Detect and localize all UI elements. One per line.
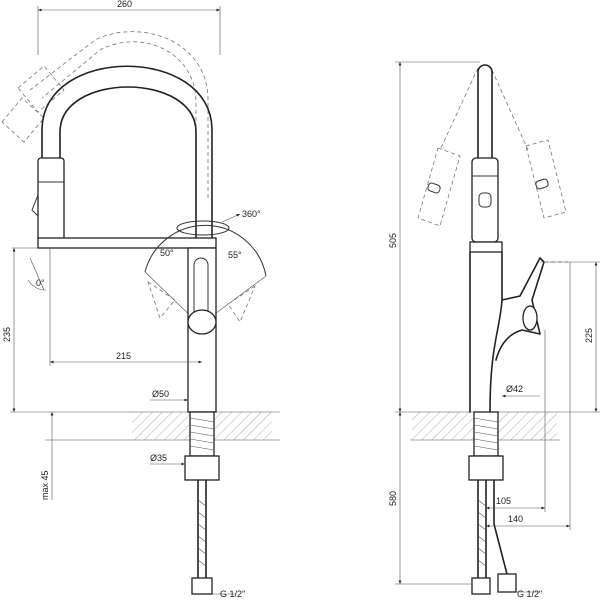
front-angle-zero-line xyxy=(29,257,45,291)
front-spout-arm xyxy=(37,237,217,249)
front-thread-lines xyxy=(189,417,215,451)
side-collar xyxy=(469,241,503,253)
label-shank-diameter: Ø35 xyxy=(150,453,167,463)
side-spout xyxy=(477,64,493,161)
label-angle-right: 55° xyxy=(228,250,242,260)
side-body xyxy=(469,251,503,413)
label-lever-height: 225 xyxy=(584,328,594,343)
front-spout-outer xyxy=(41,65,213,239)
side-ghost-head-left xyxy=(417,147,461,227)
front-nut xyxy=(184,455,220,481)
front-ghost-head-lower xyxy=(1,97,45,143)
front-spout-inner xyxy=(59,86,197,239)
label-side-diameter: Ø42 xyxy=(506,384,523,394)
side-ghost-hose-right xyxy=(491,69,529,151)
label-swivel: 360° xyxy=(242,209,261,219)
side-thread-lines xyxy=(473,417,499,451)
front-ghost-head-upper xyxy=(17,65,65,113)
front-ghost-hose-inner xyxy=(41,41,197,198)
side-nut xyxy=(468,455,504,481)
side-hoses xyxy=(477,479,509,579)
side-connector-1 xyxy=(471,577,491,595)
label-body-diameter: Ø50 xyxy=(152,389,169,399)
front-swivel-leader xyxy=(221,213,241,223)
side-ghost-button-right xyxy=(535,178,549,190)
label-total-height: 505 xyxy=(388,233,398,248)
label-height: 235 xyxy=(2,327,12,342)
side-spray-button xyxy=(478,192,492,208)
label-angle-zero: 0° xyxy=(36,278,45,288)
front-ghost-lever-right xyxy=(227,284,256,323)
label-side-connector: G 1/2" xyxy=(517,589,542,599)
label-depth-1: 105 xyxy=(496,496,511,506)
front-hoses xyxy=(197,479,207,579)
front-view: 260 360° 50° 55° 0° 215 235 Ø50 Ø35 max … xyxy=(1,0,280,599)
label-reach: 215 xyxy=(116,351,131,361)
side-spray-head xyxy=(471,157,499,243)
front-angle-zero-arc xyxy=(27,279,47,291)
side-lever xyxy=(495,257,545,361)
front-spray-button xyxy=(31,194,39,217)
label-max-thickness: max 45 xyxy=(40,470,50,500)
side-ghost-hose-left xyxy=(439,67,479,151)
side-ghost-head-right xyxy=(525,139,567,219)
side-lever-knob xyxy=(522,305,538,331)
side-ghost-button-left xyxy=(427,182,441,194)
label-front-connector: G 1/2" xyxy=(220,589,245,599)
front-connector xyxy=(191,577,213,595)
front-cartridge xyxy=(187,309,217,335)
label-angle-left: 50° xyxy=(160,248,174,258)
front-ghost-hose xyxy=(29,31,209,198)
side-view: 505 225 Ø42 105 140 580 G 1/2" xyxy=(388,61,600,599)
front-lever-arc xyxy=(144,224,267,277)
front-ghost-lever-left xyxy=(147,281,176,319)
front-swivel-ring xyxy=(176,220,230,236)
side-connector-2 xyxy=(497,573,517,593)
label-underside: 580 xyxy=(388,491,398,506)
label-depth-2: 140 xyxy=(508,514,523,524)
label-width: 260 xyxy=(117,0,132,9)
front-spray-head xyxy=(37,157,65,243)
